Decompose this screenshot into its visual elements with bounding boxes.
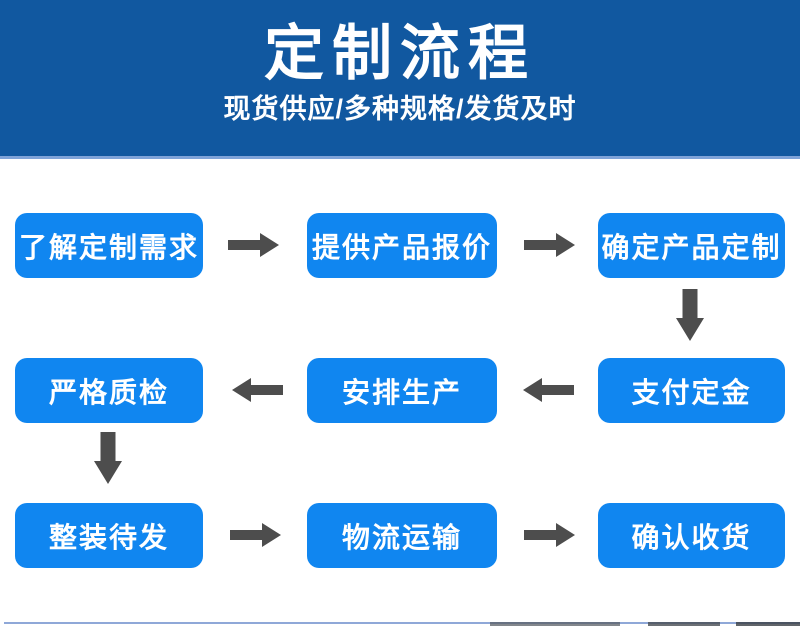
step-box-logistics: 物流运输 [307, 503, 497, 568]
step-box-quality-inspection: 严格质检 [15, 358, 203, 423]
arrow-right-icon [524, 233, 575, 257]
step-label: 提供产品报价 [311, 231, 492, 263]
step-label: 了解定制需求 [18, 231, 199, 263]
arrow-down-icon [676, 289, 704, 341]
arrow-right-icon [524, 523, 575, 547]
step-label: 确认收货 [631, 521, 752, 553]
header-banner: 定制流程 现货供应/多种规格/发货及时 [0, 0, 800, 159]
step-label: 整装待发 [48, 521, 169, 553]
header-subtitle: 现货供应/多种规格/发货及时 [223, 94, 577, 124]
step-box-ready-to-ship: 整装待发 [15, 503, 203, 568]
step-box-confirm-receipt: 确认收货 [598, 503, 785, 568]
arrow-down-icon [94, 432, 122, 484]
step-label: 物流运输 [341, 521, 462, 553]
step-box-understand-needs: 了解定制需求 [15, 213, 203, 278]
step-label: 严格质检 [48, 376, 169, 408]
page-edge-artifact [490, 622, 620, 626]
page-edge-divider [4, 622, 800, 624]
step-label: 确定产品定制 [601, 231, 782, 263]
page-title: 定制流程 [264, 20, 536, 87]
step-box-confirm-customization: 确定产品定制 [598, 213, 785, 278]
arrow-right-icon [230, 523, 281, 547]
page-edge-artifact [736, 622, 800, 626]
step-box-arrange-production: 安排生产 [307, 358, 497, 423]
arrow-right-icon [228, 233, 279, 257]
arrow-left-icon [523, 378, 574, 402]
step-box-pay-deposit: 支付定金 [598, 358, 785, 423]
step-label: 安排生产 [341, 376, 462, 408]
arrow-left-icon [232, 378, 283, 402]
step-label: 支付定金 [631, 376, 752, 408]
step-box-product-quote: 提供产品报价 [307, 213, 497, 278]
page-edge-artifact [648, 622, 720, 626]
